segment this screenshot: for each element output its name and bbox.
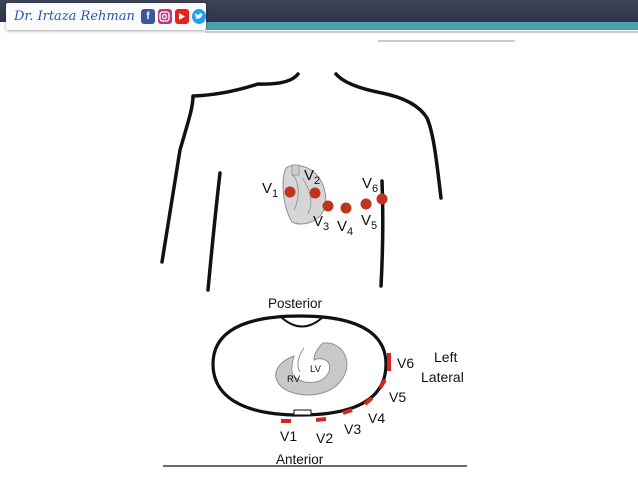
chest-label-v2: V2: [304, 167, 320, 187]
lead-mark-v4: [363, 396, 374, 406]
electrode-v3: [322, 200, 334, 212]
electrode-v2: [309, 187, 321, 199]
label-left: Left: [434, 349, 457, 365]
torso-outline: [160, 72, 300, 264]
youtube-icon[interactable]: [174, 9, 189, 24]
sternum-mark: [293, 409, 312, 416]
lead-mark-v5: [378, 378, 387, 390]
brand-name: Dr. Irtaza Rehman: [14, 9, 135, 24]
header-divider-line: [205, 31, 638, 33]
ventricle-shape: [275, 342, 348, 396]
lead-mark-v3: [342, 408, 353, 415]
electrode-v1: [284, 186, 296, 198]
cross-label-v3: V3: [344, 421, 361, 437]
cross-label-v1: V1: [280, 428, 297, 444]
cross-section-outline: [211, 314, 388, 417]
header-divider-line-short: [378, 40, 515, 42]
electrode-v5: [360, 198, 372, 210]
spine-notch: [280, 316, 324, 328]
header-accent-line: [205, 22, 638, 30]
label-posterior: Posterior: [268, 296, 323, 311]
label-lv: LV: [310, 364, 322, 375]
chest-label-v3: V3: [313, 213, 329, 233]
label-lateral: Lateral: [421, 369, 464, 385]
chest-electrodes: [284, 186, 388, 214]
electrode-v6: [376, 193, 388, 205]
electrode-v4: [340, 202, 352, 214]
septum: [297, 347, 305, 373]
cross-label-v2: V2: [316, 430, 333, 446]
chest-label-v1: V1: [262, 180, 278, 200]
chest-label-v6: V6: [362, 175, 378, 195]
twitter-icon[interactable]: [191, 9, 206, 24]
heart-illustration: [282, 164, 327, 225]
right-arm-inner: [379, 179, 385, 288]
cross-label-v4: V4: [368, 410, 385, 426]
instagram-icon[interactable]: [157, 9, 172, 24]
cross-label-v6: V6: [397, 355, 414, 371]
torso-outline-right: [334, 72, 443, 200]
lead-mark-v2: [315, 417, 327, 422]
chest-label-v4: V4: [337, 218, 353, 238]
cross-label-v5: V5: [389, 389, 406, 405]
label-rv: RV: [287, 374, 301, 385]
cross-section-lead-marks: [281, 353, 391, 423]
facebook-icon[interactable]: f: [140, 9, 155, 24]
label-anterior: Anterior: [276, 452, 324, 467]
brand-logo: Dr. Irtaza Rehman f: [6, 3, 206, 30]
chest-label-v5: V5: [361, 212, 377, 232]
left-arm-inner: [206, 171, 222, 292]
